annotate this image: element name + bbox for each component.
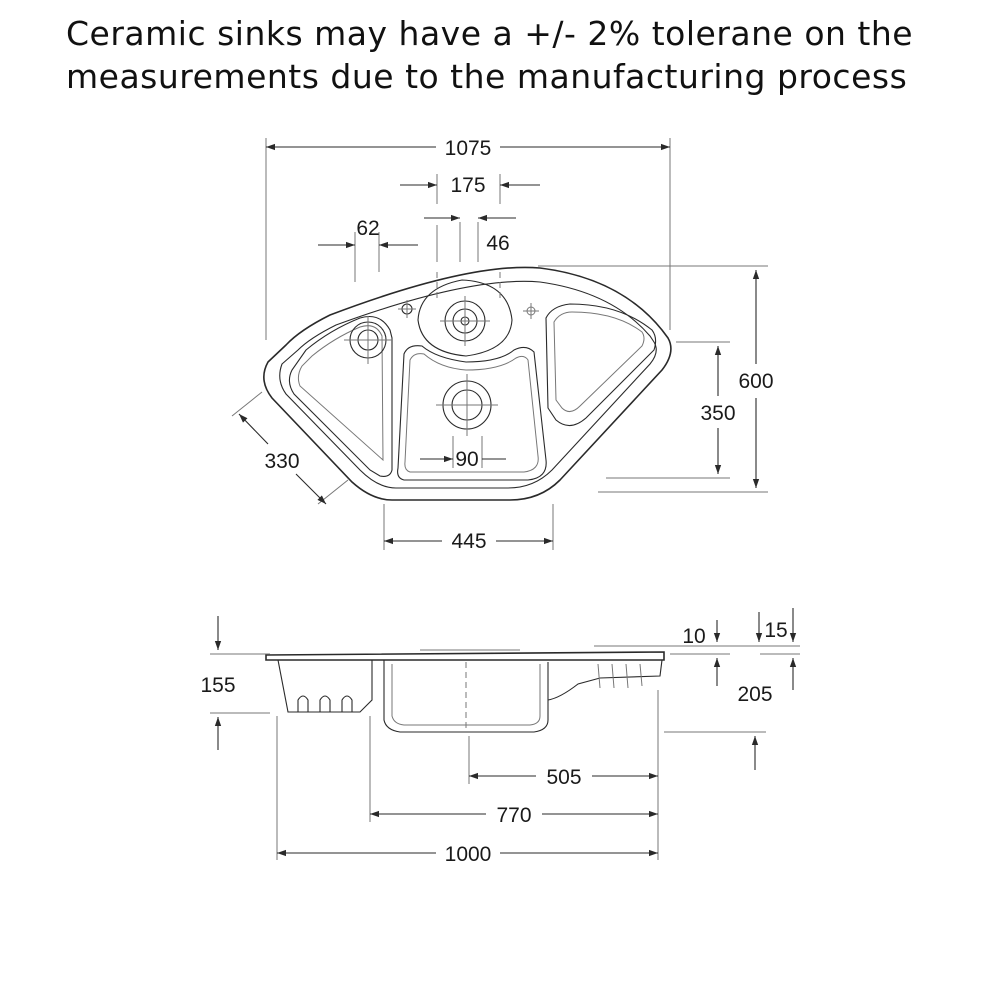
main-waste-fitting bbox=[436, 374, 498, 436]
dim-label-90: 90 bbox=[455, 448, 478, 471]
dim-label-600: 600 bbox=[738, 370, 773, 393]
dim-bowl-width: 445 bbox=[383, 504, 554, 553]
dim-waste-offset: 62 bbox=[318, 217, 418, 282]
dim-label-1000: 1000 bbox=[445, 843, 492, 866]
dim-tap-hole: 46 bbox=[424, 214, 516, 262]
right-drainer bbox=[545, 303, 657, 427]
tap-hole-right-icon bbox=[523, 303, 539, 319]
dim-label-350: 350 bbox=[700, 402, 735, 425]
main-bowl-inner bbox=[404, 353, 539, 473]
dim-bowl-to-edge: 505 bbox=[468, 690, 659, 860]
tap-platform bbox=[417, 279, 513, 357]
dim-label-155: 155 bbox=[200, 674, 235, 697]
dim-label-770: 770 bbox=[496, 804, 531, 827]
dim-overall-length: 1000 bbox=[276, 716, 658, 866]
dim-waste-diameter: 90 bbox=[420, 436, 506, 471]
tolerance-note-line-1: Ceramic sinks may have a +/- 2% tolerane… bbox=[66, 14, 914, 53]
dim-bowl-height: 205 bbox=[664, 653, 800, 770]
tap-hole-left-icon bbox=[398, 300, 416, 318]
dim-rim-edge: 15 bbox=[724, 608, 800, 647]
sink-outline-side bbox=[265, 649, 665, 733]
dim-drainer-depth: 330 bbox=[231, 391, 349, 505]
tolerance-note: Ceramic sinks may have a +/- 2% tolerane… bbox=[66, 12, 966, 98]
main-bowl bbox=[397, 345, 547, 481]
dim-label-1075: 1075 bbox=[445, 137, 492, 160]
dim-label-15: 15 bbox=[764, 619, 787, 642]
right-drainer-inner bbox=[553, 311, 645, 412]
top-view-dimensions: 1075 175 62 46 bbox=[231, 137, 774, 553]
left-drainer bbox=[288, 315, 393, 477]
dim-rim-thickness: 10 bbox=[594, 620, 730, 686]
dim-label-62: 62 bbox=[356, 217, 379, 240]
left-drainer-inner bbox=[297, 325, 384, 462]
dim-drainer-to-edge: 770 bbox=[369, 716, 658, 827]
side-view-dimensions: 155 10 15 205 bbox=[200, 608, 800, 866]
tolerance-note-line-2: measurements due to the manufacturing pr… bbox=[66, 57, 908, 96]
dim-overall-depth: 600 bbox=[538, 265, 774, 493]
drainer-overflow-fitting bbox=[344, 316, 392, 364]
small-waste-fitting bbox=[440, 296, 490, 346]
dim-label-445: 445 bbox=[451, 530, 486, 553]
dim-tap-spacing: 175 bbox=[400, 174, 540, 204]
dim-label-10: 10 bbox=[682, 625, 705, 648]
dim-overall-width: 1075 bbox=[265, 137, 671, 340]
dim-label-505: 505 bbox=[546, 766, 581, 789]
top-view bbox=[263, 266, 672, 501]
dim-label-205: 205 bbox=[737, 683, 772, 706]
dim-label-330: 330 bbox=[264, 450, 299, 473]
dim-label-46: 46 bbox=[486, 232, 509, 255]
dim-bowl-depth: 350 bbox=[606, 341, 736, 479]
sink-outline-top bbox=[263, 266, 672, 501]
side-view bbox=[265, 649, 665, 733]
dim-label-175: 175 bbox=[450, 174, 485, 197]
dim-height-total: 155 bbox=[200, 616, 270, 750]
